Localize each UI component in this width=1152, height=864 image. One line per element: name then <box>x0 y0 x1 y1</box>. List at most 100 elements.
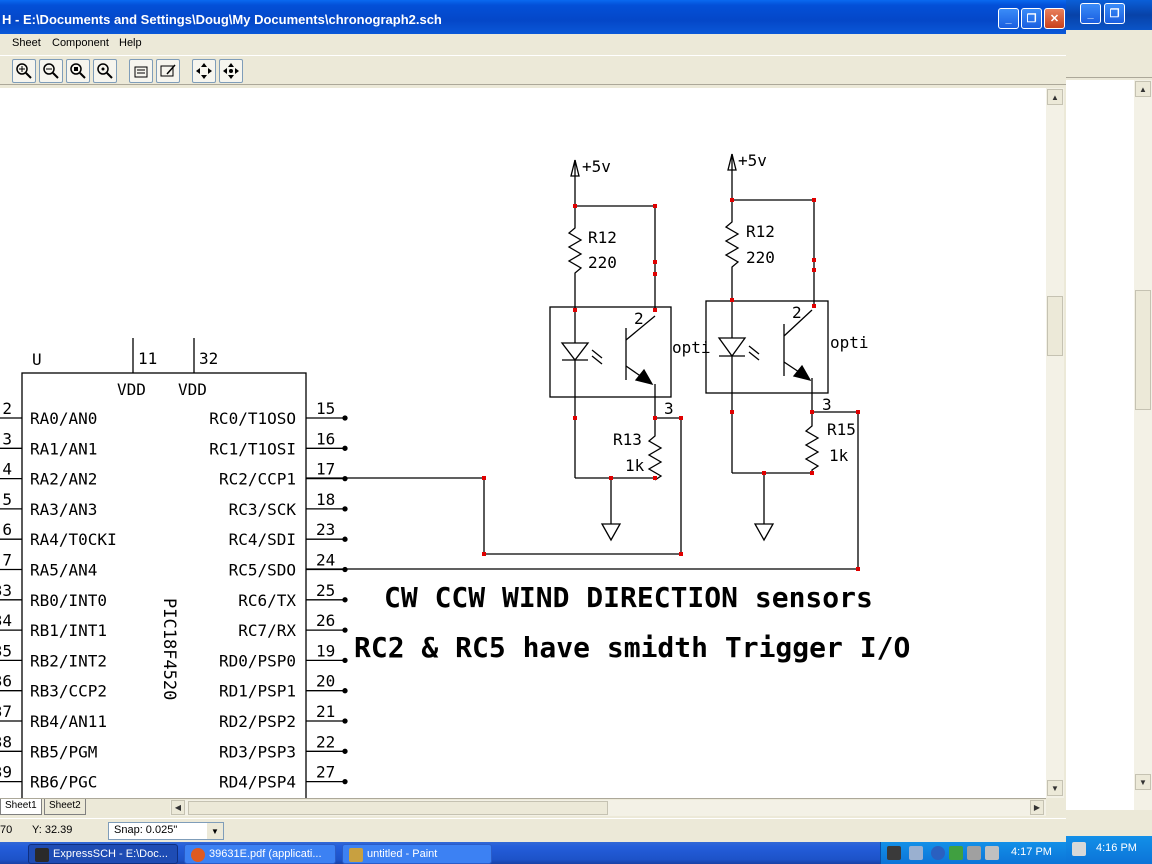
horizontal-scrollbar[interactable]: ◀ ▶ <box>170 800 1046 816</box>
move-button[interactable] <box>219 59 243 83</box>
task-label: ExpressSCH - E:\Doc... <box>53 848 168 860</box>
properties-icon <box>134 66 148 78</box>
vdd-pin-1: 11 <box>138 349 157 368</box>
zoom-fit-icon <box>97 63 113 79</box>
right-pin-name: RC5/SDO <box>229 561 296 580</box>
right-pin-number: 20 <box>316 672 335 691</box>
task-expresssch[interactable]: ExpressSCH - E:\Doc... <box>28 844 178 864</box>
help-icon[interactable] <box>887 846 901 860</box>
status-y: Y: 32.39 <box>32 824 73 836</box>
right-pin-end <box>342 748 348 754</box>
left-pin-name: RB5/PGM <box>30 742 97 761</box>
scroll-left-icon[interactable]: ◀ <box>171 800 185 815</box>
right-pin-number: 19 <box>316 641 335 660</box>
right-pin-name: RD0/PSP0 <box>219 651 296 670</box>
right-pin-end <box>342 445 348 451</box>
scroll-right-icon[interactable]: ▶ <box>1030 800 1044 815</box>
scroll-thumb[interactable] <box>1047 296 1063 356</box>
left-pin-number: 35 <box>0 641 12 660</box>
volume-icon[interactable] <box>967 846 981 860</box>
display-icon[interactable] <box>985 846 999 860</box>
system-tray: 4:17 PM <box>880 842 1066 864</box>
right-pin-end <box>342 536 348 542</box>
maximize-button[interactable]: ❐ <box>1021 8 1042 29</box>
note-line-2: RC2 & RC5 have smidth Trigger I/O <box>354 631 910 664</box>
tab-sheet1[interactable]: Sheet1 <box>0 799 42 815</box>
sensor2-pin-bottom: 3 <box>822 395 832 414</box>
zoom-out-icon <box>43 63 59 79</box>
sensor1-opto: opti <box>672 338 711 357</box>
left-pin-name: RB1/INT1 <box>30 621 107 640</box>
right-pin-name: RC6/TX <box>238 591 296 610</box>
back-icon[interactable] <box>931 846 945 860</box>
zoom-fit-button[interactable] <box>93 59 117 83</box>
zoom-window-button[interactable] <box>66 59 90 83</box>
schematic-drawing[interactable]: U 11 32 VDD VDD PIC18F4520 RA0/AN02RA1/A… <box>0 88 1046 798</box>
zoom-out-button[interactable] <box>39 59 63 83</box>
sensor1-pin-top: 2 <box>634 309 644 328</box>
task-label: untitled - Paint <box>367 848 438 860</box>
background-canvas <box>1066 80 1134 810</box>
tray-app-icon[interactable] <box>1072 842 1086 856</box>
scroll-up-icon[interactable]: ▲ <box>1047 89 1063 105</box>
window-title: H - E:\Documents and Settings\Doug\My Do… <box>2 12 442 27</box>
scroll-down-icon[interactable]: ▼ <box>1047 780 1063 796</box>
right-pin-number: 24 <box>316 551 335 570</box>
pan-icon <box>196 63 212 79</box>
menu-sheet[interactable]: Sheet <box>12 37 41 49</box>
paint-icon <box>349 848 363 862</box>
left-pin-name: RB6/PGC <box>30 773 97 792</box>
right-pin-number: 23 <box>316 520 335 539</box>
right-pin-number: 18 <box>316 490 335 509</box>
task-label: 39631E.pdf (applicati... <box>209 848 322 860</box>
background-minimize-button[interactable]: _ <box>1080 3 1101 24</box>
task-paint[interactable]: untitled - Paint <box>342 844 492 864</box>
menu-help[interactable]: Help <box>119 37 142 49</box>
tray-clock: 4:17 PM <box>1011 846 1052 858</box>
snap-value: Snap: 0.025" <box>114 824 178 836</box>
right-pin-name: RD3/PSP3 <box>219 742 296 761</box>
network-icon[interactable] <box>909 846 923 860</box>
left-pin-number: 4 <box>2 460 12 479</box>
minimize-button[interactable]: _ <box>998 8 1019 29</box>
sensor1-r-top: R12 <box>588 228 617 247</box>
edit-button[interactable] <box>156 59 180 83</box>
left-pin-name: RA2/AN2 <box>30 470 97 489</box>
security-icon[interactable] <box>949 846 963 860</box>
scroll-thumb[interactable] <box>1135 290 1151 410</box>
background-maximize-button[interactable]: ❐ <box>1104 3 1125 24</box>
properties-button[interactable] <box>129 59 153 83</box>
vertical-scrollbar[interactable]: ▲ ▼ <box>1046 88 1064 798</box>
sensor2-supply: +5v <box>738 151 767 170</box>
scroll-down-icon[interactable]: ▼ <box>1135 774 1151 790</box>
close-button[interactable]: ✕ <box>1044 8 1065 29</box>
left-pin-name: RB2/INT2 <box>30 651 107 670</box>
left-pin-name: RA5/AN4 <box>30 561 97 580</box>
right-pin-number: 16 <box>316 429 335 448</box>
main-window: H - E:\Documents and Settings\Doug\My Do… <box>0 0 1066 842</box>
horizontal-scroll-thumb[interactable] <box>188 801 608 815</box>
left-pin-name: RA4/T0CKI <box>30 530 117 549</box>
right-pin-name: RD4/PSP4 <box>219 773 296 792</box>
left-pin-number: 38 <box>0 732 12 751</box>
menu-bar: Sheet Component Help <box>0 34 1066 54</box>
pan-button[interactable] <box>192 59 216 83</box>
right-pin-end <box>342 506 348 512</box>
zoom-in-icon <box>16 63 32 79</box>
chevron-down-icon[interactable]: ▼ <box>207 823 223 839</box>
tab-sheet2[interactable]: Sheet2 <box>44 799 86 815</box>
right-pin-number: 27 <box>316 763 335 782</box>
snap-select[interactable]: Snap: 0.025" ▼ <box>108 822 224 840</box>
scroll-up-icon[interactable]: ▲ <box>1135 81 1151 97</box>
menu-component[interactable]: Component <box>52 37 109 49</box>
background-vertical-scrollbar[interactable]: ▲ ▼ <box>1134 80 1152 810</box>
sensor2-r-bottom-val: 1k <box>829 446 849 465</box>
sensor2-r-top: R12 <box>746 222 775 241</box>
left-pin-name: RA3/AN3 <box>30 500 97 519</box>
right-pin-end <box>342 688 348 694</box>
left-pin-name: RB3/CCP2 <box>30 682 107 701</box>
zoom-in-button[interactable] <box>12 59 36 83</box>
edit-icon <box>160 64 176 77</box>
task-pdf[interactable]: 39631E.pdf (applicati... <box>184 844 336 864</box>
